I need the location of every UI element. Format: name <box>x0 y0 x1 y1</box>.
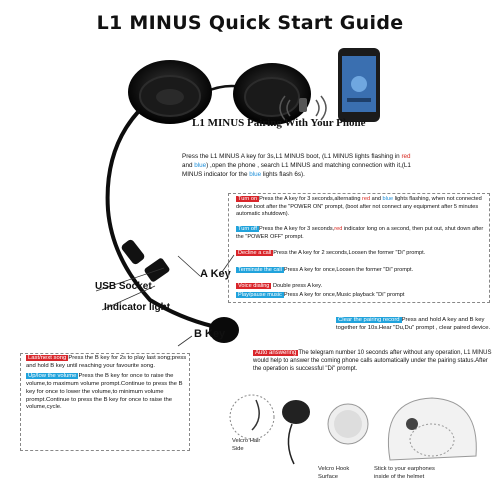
velcro-hook-caption: Velcro Hook Surface <box>318 466 350 480</box>
usb-socket-label: USB Socket <box>95 281 152 292</box>
play-pause-tag: Play/pause music <box>236 292 284 298</box>
earphone-small-icon <box>282 400 310 465</box>
voice-dialing-item: Voice dialing Double press A key. <box>236 283 323 289</box>
indicator-leader <box>101 285 156 311</box>
a-key-label: A Key <box>200 268 231 280</box>
page-title: L1 MINUS Quick Start Guide <box>96 12 404 34</box>
b-key-functions-box <box>20 353 190 451</box>
volume-tag: Up/low the volume <box>26 372 79 379</box>
voice-dialing-tag: Voice dialing <box>236 283 272 289</box>
pairing-heading: L1 MINUS Pairing With Your Phone <box>192 117 366 129</box>
auto-answering-tag: Auto answering <box>253 350 299 356</box>
terminate-call-tag: Terminate the call <box>236 267 284 273</box>
b-key-leader <box>177 335 193 347</box>
mic-foam <box>209 317 239 343</box>
mic-boom <box>105 110 214 328</box>
last-next-song-tag: Last/next song <box>26 355 69 361</box>
a-key-leader <box>177 255 201 277</box>
clear-pairing-tag: Clear the pairing record <box>336 317 402 323</box>
stick-caption: Stick to your earphones inside of the he… <box>374 466 435 480</box>
velcro-hook-icon <box>327 403 369 445</box>
velcro-hair-caption: Velcro Hair Side <box>232 438 261 452</box>
signal-waves-icon <box>279 95 327 121</box>
b-key-label: B Key <box>194 328 226 340</box>
turn-off-tag: Turn off <box>236 226 259 232</box>
velcro-hair-icon <box>229 394 275 440</box>
control-unit <box>121 239 145 265</box>
a-key-functions-box <box>228 193 490 303</box>
usb-leader <box>95 267 165 292</box>
indicator-light-label: Indicator light <box>104 302 171 313</box>
decline-call-tag: Decline a call <box>236 250 274 256</box>
phone-icon <box>338 48 380 122</box>
helmet-icon <box>387 397 477 461</box>
pairing-instructions: Press the L1 MINUS A key for 3s,L1 MINUS… <box>182 153 411 178</box>
turn-on-tag: Turn on <box>236 196 260 202</box>
